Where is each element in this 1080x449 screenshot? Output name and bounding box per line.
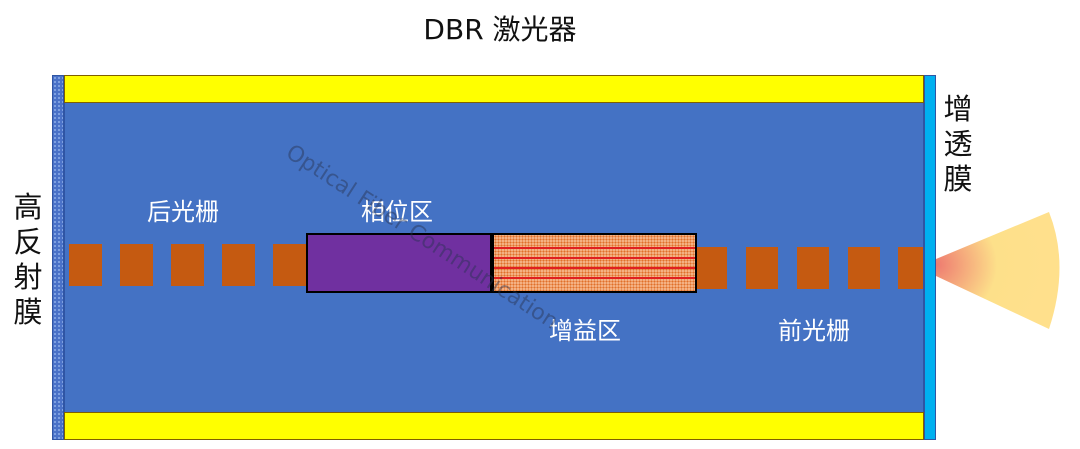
gain-line [494,277,695,279]
output-beam [936,212,1060,329]
gain-section [492,233,697,293]
hr-coating-label: 高反射膜 [13,190,43,329]
back-grating-tooth [273,244,306,286]
front-grating-tooth [746,247,778,289]
phase-section-label: 相位区 [361,198,433,226]
front-grating-tooth [797,247,829,289]
back-grating-tooth [69,244,102,286]
front-grating-tooth [697,247,727,289]
ar-coating [924,75,936,440]
back-grating-label: 后光栅 [147,198,219,226]
front-grating-tooth [848,247,880,289]
gain-section-label: 增益区 [549,317,621,345]
back-grating-tooth [120,244,153,286]
diagram-title: DBR 激光器 [423,13,577,46]
bottom-cladding [64,412,924,440]
back-grating-tooth [222,244,255,286]
front-grating-label: 前光栅 [778,317,850,345]
ar-coating-label: 增透膜 [943,92,973,196]
top-cladding [64,75,924,103]
gain-line [494,267,695,269]
hr-coating [52,75,64,440]
gain-line [494,257,695,259]
back-grating-tooth [171,244,204,286]
phase-section [306,233,492,293]
front-grating-tooth [898,247,923,289]
gain-line [494,247,695,249]
